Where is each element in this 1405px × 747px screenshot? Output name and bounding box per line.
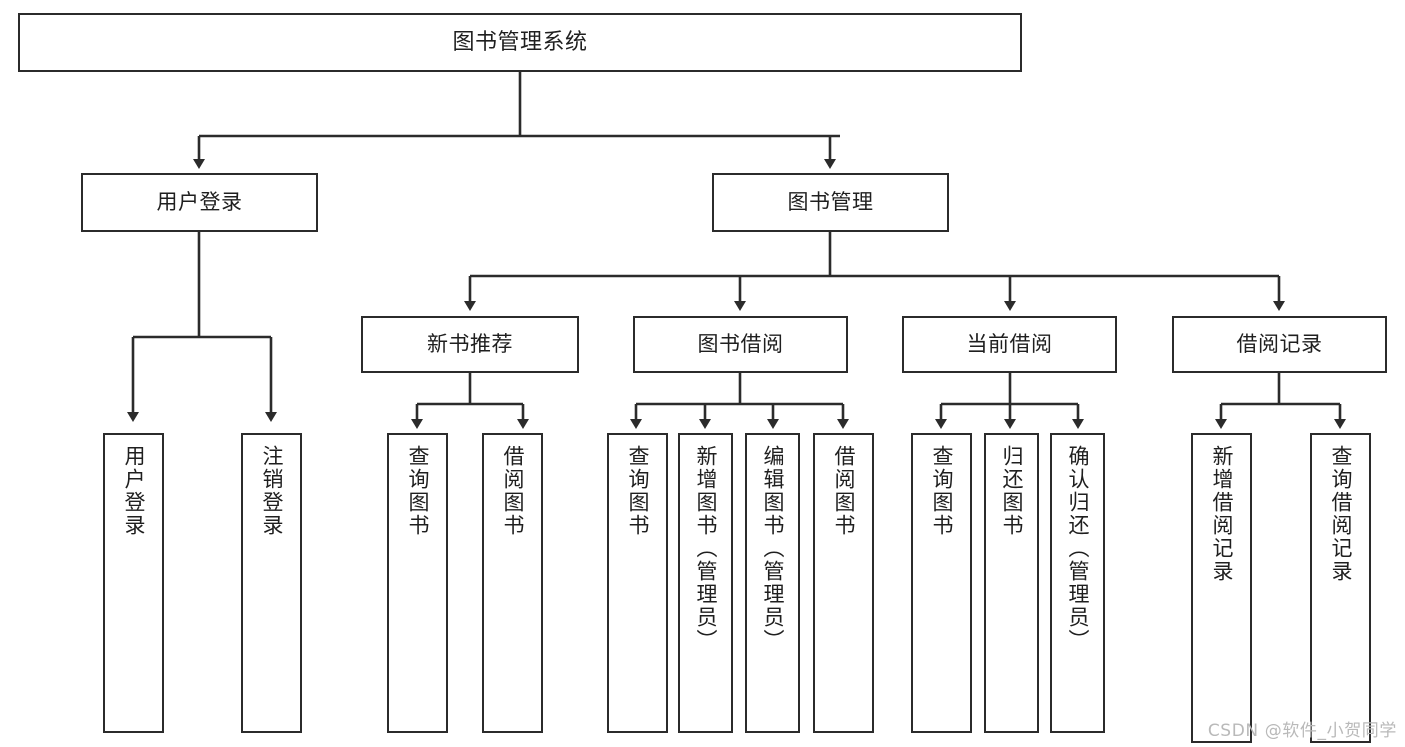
leaf-borrow-borrow-book-label: 借阅图书 bbox=[832, 445, 856, 537]
node-book-management-label: 图书管理 bbox=[787, 190, 874, 215]
leaf-borrow-edit-book-admin-label: 编辑图书（管理员） bbox=[761, 445, 785, 652]
leaf-borrow-edit-book-admin[interactable]: 编辑图书（管理员） bbox=[745, 433, 800, 733]
leaf-records-add-record[interactable]: 新增借阅记录 bbox=[1191, 433, 1252, 743]
node-current-borrow-label: 当前借阅 bbox=[966, 332, 1053, 357]
node-new-book-recommend[interactable]: 新书推荐 bbox=[361, 316, 579, 373]
leaf-user-login-signout[interactable]: 注销登录 bbox=[241, 433, 302, 733]
leaf-borrow-query-book-label: 查询图书 bbox=[626, 445, 650, 537]
node-current-borrow[interactable]: 当前借阅 bbox=[902, 316, 1117, 373]
leaf-user-login-signin[interactable]: 用户登录 bbox=[103, 433, 164, 733]
leaf-borrow-add-book-admin[interactable]: 新增图书（管理员） bbox=[678, 433, 733, 733]
leaf-user-login-signin-label: 用户登录 bbox=[122, 445, 146, 537]
leaf-new-book-borrow[interactable]: 借阅图书 bbox=[482, 433, 543, 733]
node-user-login-label: 用户登录 bbox=[156, 190, 243, 215]
node-root-label: 图书管理系统 bbox=[452, 29, 588, 55]
node-borrow-records-label: 借阅记录 bbox=[1236, 332, 1323, 357]
leaf-new-book-query[interactable]: 查询图书 bbox=[387, 433, 448, 733]
leaf-current-return-book[interactable]: 归还图书 bbox=[984, 433, 1039, 733]
node-book-borrow[interactable]: 图书借阅 bbox=[633, 316, 848, 373]
leaf-current-confirm-return-admin[interactable]: 确认归还（管理员） bbox=[1050, 433, 1105, 733]
node-user-login[interactable]: 用户登录 bbox=[81, 173, 318, 232]
leaf-borrow-add-book-admin-label: 新增图书（管理员） bbox=[694, 445, 718, 652]
leaf-records-add-record-label: 新增借阅记录 bbox=[1210, 445, 1234, 583]
node-book-borrow-label: 图书借阅 bbox=[697, 332, 784, 357]
node-book-management[interactable]: 图书管理 bbox=[712, 173, 949, 232]
node-new-book-recommend-label: 新书推荐 bbox=[427, 332, 513, 357]
leaf-borrow-borrow-book[interactable]: 借阅图书 bbox=[813, 433, 874, 733]
leaf-user-login-signout-label: 注销登录 bbox=[260, 445, 284, 537]
leaf-current-query-book-label: 查询图书 bbox=[930, 445, 954, 537]
leaf-new-book-borrow-label: 借阅图书 bbox=[501, 445, 525, 537]
leaf-current-return-book-label: 归还图书 bbox=[1000, 445, 1024, 537]
leaf-new-book-query-label: 查询图书 bbox=[406, 445, 430, 537]
node-root[interactable]: 图书管理系统 bbox=[18, 13, 1022, 72]
leaf-current-confirm-return-admin-label: 确认归还（管理员） bbox=[1066, 445, 1090, 652]
leaf-records-query-record[interactable]: 查询借阅记录 bbox=[1310, 433, 1371, 743]
leaf-borrow-query-book[interactable]: 查询图书 bbox=[607, 433, 668, 733]
leaf-current-query-book[interactable]: 查询图书 bbox=[911, 433, 972, 733]
node-borrow-records[interactable]: 借阅记录 bbox=[1172, 316, 1387, 373]
leaf-records-query-record-label: 查询借阅记录 bbox=[1329, 445, 1353, 583]
